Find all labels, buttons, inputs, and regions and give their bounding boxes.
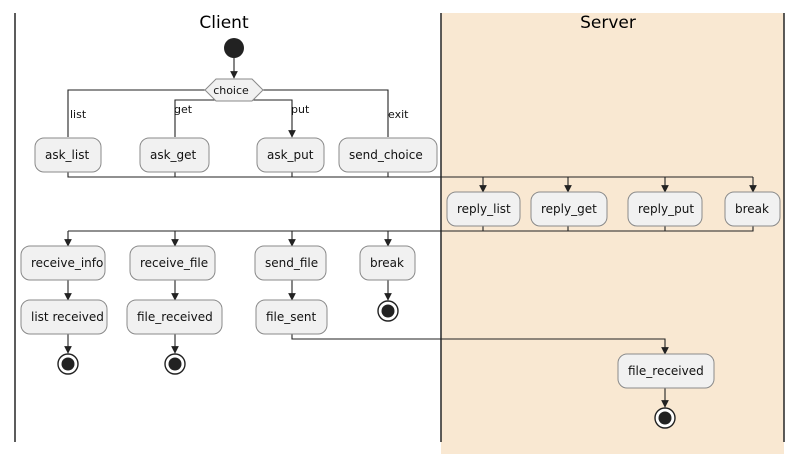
stop-node-file-received-client: [164, 353, 186, 375]
decision-choice: choice: [204, 78, 264, 102]
activity-file-sent: file_sent: [255, 299, 328, 335]
branch-label-put: put: [291, 103, 310, 116]
branch-label-exit: exit: [388, 108, 409, 121]
activity-label: file_received: [628, 364, 704, 378]
client-lane-title: Client: [199, 13, 249, 33]
activity-send-file: send_file: [254, 245, 327, 281]
branch-label-get: get: [174, 103, 193, 116]
stop-node-list-received: [57, 353, 79, 375]
activity-file-received-server: file_received: [617, 353, 715, 389]
activity-label: ask_list: [45, 148, 89, 162]
activity-receive-info: receive_info: [20, 245, 106, 281]
edge-file-sent-to-server: [291, 334, 669, 355]
stop-node-client-break: [377, 300, 399, 322]
activity-label: ask_put: [267, 148, 314, 162]
activity-label: list received: [31, 310, 104, 324]
activity-ask-list: ask_list: [34, 137, 102, 173]
activity-label: file_received: [137, 310, 213, 324]
edge-replies-merge: [68, 226, 754, 232]
activity-label: file_sent: [266, 310, 317, 324]
activity-label: send_choice: [349, 148, 423, 162]
activity-label: send_file: [265, 256, 318, 270]
stop-node-file-received-server: [654, 407, 676, 429]
start-node: [224, 38, 244, 58]
activity-label: receive_file: [140, 256, 208, 270]
activity-label: reply_put: [638, 202, 694, 216]
activity-label: ask_get: [150, 148, 197, 162]
activity-reply-get: reply_get: [530, 191, 608, 227]
activity-receive-file: receive_file: [129, 245, 216, 281]
activity-list-received: list received: [20, 299, 108, 335]
activity-server-break: break: [724, 191, 781, 227]
activity-label: reply_get: [541, 202, 597, 216]
server-lane-title: Server: [580, 13, 636, 33]
server-lane-background: [441, 13, 784, 454]
activity-reply-list: reply_list: [446, 191, 521, 227]
branch-label-list: list: [70, 108, 87, 121]
edge-choice-to-branches: [67, 89, 389, 137]
activity-label: receive_info: [31, 256, 103, 270]
activity-label: reply_list: [457, 202, 511, 216]
edges: [64, 58, 757, 408]
activity-ask-put: ask_put: [256, 137, 325, 173]
activity-label: break: [370, 256, 404, 270]
decision-label: choice: [213, 84, 249, 97]
edge-requests-merge: [67, 172, 753, 178]
activity-reply-put: reply_put: [627, 191, 703, 227]
activity-ask-get: ask_get: [139, 137, 210, 173]
activity-label: break: [735, 202, 769, 216]
activity-client-break: break: [359, 245, 416, 281]
activity-send-choice: send_choice: [338, 137, 438, 173]
activity-file-received-client: file_received: [126, 299, 223, 335]
